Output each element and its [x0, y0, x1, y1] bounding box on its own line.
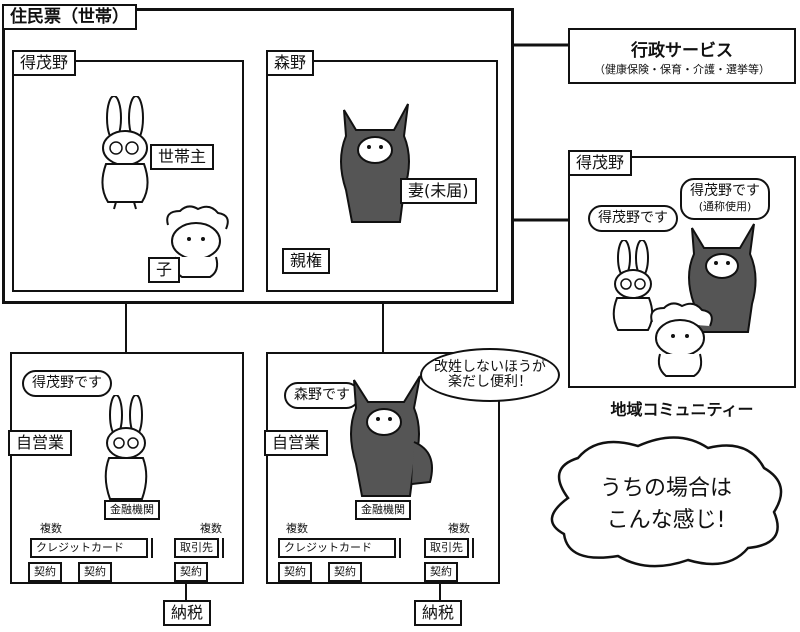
business-left-speech: 得茂野です [22, 370, 112, 397]
business-left-partner: 取引先 [174, 538, 219, 558]
business-right-credit: クレジットカード [278, 538, 396, 558]
role-wife: 妻(未届) [400, 178, 477, 204]
business-right-multi-left: 複数 [286, 522, 308, 535]
business-right-thought-line1: 改姓しないほうが [434, 359, 546, 375]
business-left-multi-right: 複数 [200, 522, 222, 535]
business-left-credit: クレジットカード [30, 538, 148, 558]
business-right-contract2: 契約 [328, 562, 362, 582]
business-left-multi-left: 複数 [40, 522, 62, 535]
business-right-type: 自営業 [264, 430, 329, 456]
cloud-line2: こんな感じ! [606, 508, 726, 533]
business-left-bank: 金融機関 [104, 500, 160, 520]
community-name: 得茂野 [568, 150, 633, 176]
business-right-contract3: 契約 [424, 562, 458, 582]
admin-sub: （健康保険・保育・介護・選挙等） [594, 63, 770, 76]
household-right-name: 森野 [266, 50, 315, 76]
wolf-character-wife [340, 103, 410, 223]
business-right-multi-right: 複数 [448, 522, 470, 535]
community-bubble-left: 得茂野です [588, 205, 678, 232]
rabbit-character-business [104, 395, 148, 500]
wolf-character-community [688, 223, 757, 333]
cloud-shape [550, 436, 783, 568]
role-custody: 親権 [282, 248, 331, 274]
business-right-partner: 取引先 [424, 538, 469, 558]
business-left-contract3: 契約 [174, 562, 208, 582]
wolf-character-business [350, 375, 433, 497]
business-right-thought: 改姓しないほうが 楽だし便利！ [420, 348, 560, 402]
business-right-tax: 納税 [414, 600, 463, 626]
business-left-contract2: 契約 [78, 562, 112, 582]
sheep-character-community [650, 302, 713, 377]
role-child: 子 [148, 257, 181, 283]
household-title: 住民票（世帯） [2, 4, 137, 30]
business-left-tax: 納税 [163, 600, 212, 626]
business-right-thought-line2: 楽だし便利！ [448, 374, 532, 390]
cloud-line1: うちの場合は [599, 476, 732, 501]
community-caption: 地域コミュニティー [610, 400, 754, 419]
admin-title: 行政サービス [631, 41, 733, 61]
business-left-contract1: 契約 [28, 562, 62, 582]
household-left-name: 得茂野 [12, 50, 77, 76]
role-head: 世帯主 [150, 144, 215, 170]
rabbit-character-community [612, 240, 654, 331]
sheep-character-child [166, 205, 229, 278]
admin-box [568, 28, 796, 84]
community-bubble-right-line2: (通称使用) [698, 200, 752, 213]
business-left-type: 自営業 [8, 430, 73, 456]
business-right-bank: 金融機関 [355, 500, 411, 520]
community-bubble-right-line1: 得茂野です [690, 183, 760, 199]
business-right-contract1: 契約 [278, 562, 312, 582]
rabbit-character-head [101, 96, 149, 210]
community-bubble-right: 得茂野です (通称使用) [680, 178, 770, 220]
